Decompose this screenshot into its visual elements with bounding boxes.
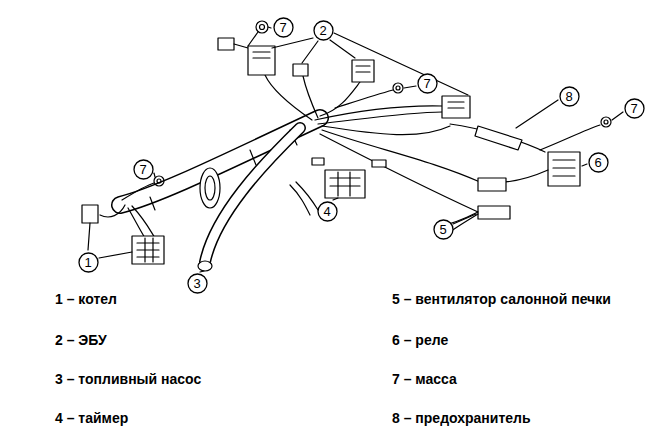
callout-circle: 7: [273, 17, 294, 38]
legend-text: 2 – ЭБУ: [55, 332, 107, 348]
legend-text: 6 – реле: [392, 332, 448, 348]
callout-number: 3: [187, 273, 208, 294]
callout-number: 5: [433, 219, 454, 240]
callout-circle: 7: [417, 73, 438, 94]
legend-text: 3 – топливный насос: [55, 371, 201, 387]
callout-number: 4: [317, 201, 338, 222]
callout-circle: 6: [588, 152, 609, 173]
callout-circle: 1: [78, 252, 99, 273]
callout-number: 8: [559, 86, 580, 107]
legend-text: 1 – котел: [55, 291, 117, 307]
callout-number: 7: [417, 73, 438, 94]
callout-number: 7: [624, 98, 645, 119]
legend-text: 7 – масса: [392, 371, 457, 387]
legend-text: 4 – таймер: [55, 410, 128, 426]
callout-number: 7: [273, 17, 294, 38]
callout-number: 1: [78, 252, 99, 273]
legend-text: 5 – вентилятор салонной печки: [392, 291, 611, 307]
callout-circle: 7: [624, 98, 645, 119]
callout-circle: 7: [133, 159, 154, 180]
callout-number: 6: [588, 152, 609, 173]
callout-number: 7: [133, 159, 154, 180]
legend-text: 8 – предохранитель: [392, 410, 531, 426]
callout-number: 2: [313, 20, 334, 41]
callout-circle: 3: [187, 273, 208, 294]
callout-circle: 4: [317, 201, 338, 222]
callout-circle: 5: [433, 219, 454, 240]
callout-circle: 8: [559, 86, 580, 107]
callout-circle: 2: [313, 20, 334, 41]
